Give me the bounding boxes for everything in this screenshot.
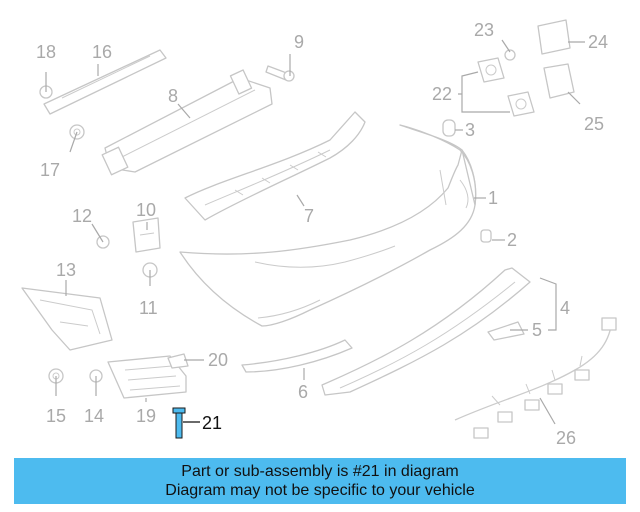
callout-15[interactable]: 15 xyxy=(46,406,66,426)
callout-2[interactable]: 2 xyxy=(507,230,517,250)
banner-part-line: Part or sub-assembly is #21 in diagram xyxy=(181,463,459,480)
part-wiring-harness xyxy=(454,317,617,439)
part-small-bracket xyxy=(132,217,161,253)
callout-19[interactable]: 19 xyxy=(136,406,156,426)
part-parking-sensors xyxy=(477,19,575,117)
callout-18[interactable]: 18 xyxy=(36,42,56,62)
callout-7[interactable]: 7 xyxy=(304,206,314,226)
callout-17[interactable]: 17 xyxy=(40,160,60,180)
callout-9[interactable]: 9 xyxy=(294,32,304,52)
part-trim-strip xyxy=(241,339,353,373)
part-side-bracket xyxy=(21,287,113,351)
callout-25[interactable]: 25 xyxy=(584,114,604,134)
callout-5[interactable]: 5 xyxy=(532,320,542,340)
banner-disclaimer-line: Diagram may not be specific to your vehi… xyxy=(165,482,475,499)
callout-20[interactable]: 20 xyxy=(208,350,228,370)
leader-lines xyxy=(45,39,585,425)
part-reinforcement-bar xyxy=(101,69,273,176)
callout-6[interactable]: 6 xyxy=(298,382,308,402)
callout-21-highlighted[interactable]: 21 xyxy=(202,413,222,433)
callout-26[interactable]: 26 xyxy=(556,428,576,448)
callout-12[interactable]: 12 xyxy=(72,206,92,226)
callout-23[interactable]: 23 xyxy=(474,20,494,40)
callout-8[interactable]: 8 xyxy=(168,86,178,106)
part-energy-absorber xyxy=(184,111,366,221)
exploded-parts-diagram: 1 2 3 4 5 6 7 8 9 10 11 12 13 14 15 16 1… xyxy=(21,19,617,448)
callout-3[interactable]: 3 xyxy=(465,120,475,140)
callout-16[interactable]: 16 xyxy=(92,42,112,62)
part-upper-bracket xyxy=(43,49,167,115)
callout-10[interactable]: 10 xyxy=(136,200,156,220)
part-clip xyxy=(167,353,189,369)
callout-14[interactable]: 14 xyxy=(84,406,104,426)
callout-22[interactable]: 22 xyxy=(432,84,452,104)
callout-24[interactable]: 24 xyxy=(588,32,608,52)
part-21-bolt[interactable] xyxy=(172,407,186,439)
callout-1[interactable]: 1 xyxy=(488,188,498,208)
part-bumper-cover xyxy=(179,124,477,327)
callout-labels: 1 2 3 4 5 6 7 8 9 10 11 12 13 14 15 16 1… xyxy=(36,20,608,448)
part-lower-diffuser xyxy=(321,267,531,396)
part-reflector-panel xyxy=(107,355,187,399)
callout-13[interactable]: 13 xyxy=(56,260,76,280)
callout-4[interactable]: 4 xyxy=(560,298,570,318)
callout-11[interactable]: 11 xyxy=(139,298,158,318)
part-info-banner: Part or sub-assembly is #21 in diagram D… xyxy=(14,458,626,504)
